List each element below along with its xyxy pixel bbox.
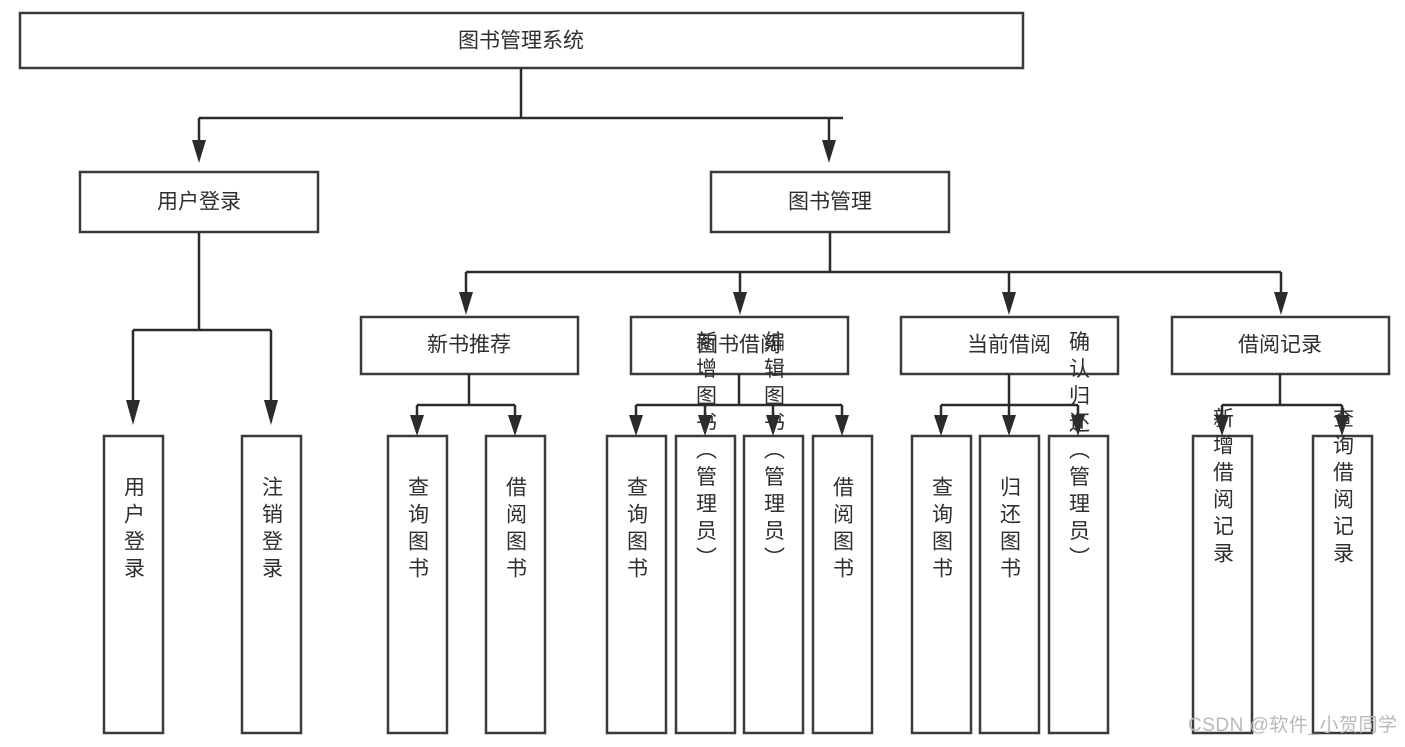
node-new-book-recommend-label: 新书推荐 <box>427 334 511 357</box>
node-book-management-label: 图书管理 <box>788 191 872 214</box>
leaf-add-borrow-record-box <box>1191 434 1254 735</box>
leaf-borrow-book-box <box>811 434 874 735</box>
leaf-query-book-borrow-box <box>605 434 668 735</box>
node-book-borrow[interactable]: 图书借阅 <box>629 315 850 376</box>
connector-root-to-level2 <box>192 68 843 163</box>
leaf-user-login-box <box>102 434 165 735</box>
leaf-user-login[interactable]: 用户登录 <box>102 434 165 735</box>
arrow-head-icon <box>1335 415 1349 436</box>
leaf-borrow-book-label: 借阅图书 <box>831 476 855 584</box>
leaf-query-borrow-record[interactable]: 查询借阅记录 <box>1311 407 1374 735</box>
leaf-query-borrow-record-label: 查询借阅记录 <box>1331 407 1355 569</box>
arrow-head-icon <box>1002 292 1016 315</box>
leaf-logout[interactable]: 注销登录 <box>240 434 303 735</box>
node-borrow-record[interactable]: 借阅记录 <box>1170 315 1391 376</box>
connector-book-borrow-to-leaves <box>629 374 849 436</box>
arrow-head-icon <box>766 415 780 436</box>
connector-borrow-record-to-leaves <box>1215 374 1349 436</box>
leaf-borrow-book-newbook-label: 借阅图书 <box>504 476 528 584</box>
connector-current-borrow-to-leaves <box>934 374 1085 436</box>
leaf-add-book-admin-label: 新增图书（管理员） <box>694 331 718 574</box>
leaf-return-book-label: 归还图书 <box>998 476 1022 584</box>
arrow-head-icon <box>508 415 522 436</box>
arrow-head-icon <box>459 292 473 315</box>
connector-user-login-to-leaves <box>126 232 278 425</box>
arrow-head-icon <box>1002 415 1016 436</box>
node-book-management[interactable]: 图书管理 <box>709 170 951 234</box>
leaf-add-borrow-record-label: 新增借阅记录 <box>1211 407 1235 569</box>
node-book-borrow-label: 图书借阅 <box>697 334 781 357</box>
leaf-confirm-return-admin[interactable]: 确认归还（管理员） <box>1047 331 1110 735</box>
arrow-head-icon <box>264 400 278 425</box>
node-current-borrow-label: 当前借阅 <box>967 334 1051 357</box>
arrow-head-icon <box>822 140 836 163</box>
node-current-borrow-box <box>899 315 1120 376</box>
node-root-label: 图书管理系统 <box>458 30 584 53</box>
leaf-add-borrow-record[interactable]: 新增借阅记录 <box>1191 407 1254 735</box>
leaf-confirm-return-admin-box <box>1047 434 1110 735</box>
leaf-return-book[interactable]: 归还图书 <box>978 434 1041 735</box>
leaf-query-book-borrow[interactable]: 查询图书 <box>605 434 668 735</box>
node-new-book-recommend-box <box>359 315 580 376</box>
leaf-add-book-admin-box <box>674 434 737 735</box>
leaf-add-book-admin[interactable]: 新增图书（管理员） <box>674 331 737 735</box>
node-root-box <box>18 11 1025 70</box>
arrow-head-icon <box>192 140 206 163</box>
leaf-query-book-borrow-label: 查询图书 <box>625 476 649 584</box>
arrow-head-icon <box>1215 415 1229 436</box>
leaf-confirm-return-admin-label: 确认归还（管理员） <box>1067 331 1091 574</box>
arrow-head-icon <box>733 292 747 315</box>
node-root[interactable]: 图书管理系统 <box>18 11 1025 70</box>
node-user-login-label: 用户登录 <box>157 191 241 214</box>
leaf-borrow-book-newbook-box <box>484 434 547 735</box>
leaf-edit-book-admin[interactable]: 编辑图书（管理员） <box>742 331 805 735</box>
arrow-head-icon <box>1274 292 1288 315</box>
leaf-borrow-book[interactable]: 借阅图书 <box>811 434 874 735</box>
node-new-book-recommend[interactable]: 新书推荐 <box>359 315 580 376</box>
arrow-head-icon <box>698 415 712 436</box>
connector-book-management-to-level3 <box>459 232 1288 315</box>
arrow-head-icon <box>934 415 948 436</box>
arrow-head-icon <box>835 415 849 436</box>
leaf-query-book-current[interactable]: 查询图书 <box>910 434 973 735</box>
leaf-borrow-book-newbook[interactable]: 借阅图书 <box>484 434 547 735</box>
node-user-login-box <box>78 170 320 234</box>
leaf-query-book-newbook[interactable]: 查询图书 <box>386 434 449 735</box>
connector-new-book-to-leaves <box>410 374 522 436</box>
arrow-head-icon <box>1071 415 1085 436</box>
leaf-query-book-newbook-box <box>386 434 449 735</box>
leaf-query-book-current-box <box>910 434 973 735</box>
leaf-return-book-box <box>978 434 1041 735</box>
leaf-query-borrow-record-box <box>1311 434 1374 735</box>
leaf-edit-book-admin-label: 编辑图书（管理员） <box>762 331 786 574</box>
leaf-user-login-label: 用户登录 <box>122 476 146 584</box>
leaf-query-book-newbook-label: 查询图书 <box>406 476 430 584</box>
node-current-borrow[interactable]: 当前借阅 <box>899 315 1120 376</box>
leaf-edit-book-admin-box <box>742 434 805 735</box>
node-borrow-record-label: 借阅记录 <box>1238 334 1322 357</box>
leaf-logout-box <box>240 434 303 735</box>
arrow-head-icon <box>126 400 140 425</box>
csdn-watermark: CSDN @软件_小贺同学 <box>1188 715 1398 736</box>
leaf-query-book-current-label: 查询图书 <box>930 476 954 584</box>
node-user-login[interactable]: 用户登录 <box>78 170 320 234</box>
arrow-head-icon <box>629 415 643 436</box>
leaf-logout-label: 注销登录 <box>260 476 284 584</box>
arrow-head-icon <box>410 415 424 436</box>
